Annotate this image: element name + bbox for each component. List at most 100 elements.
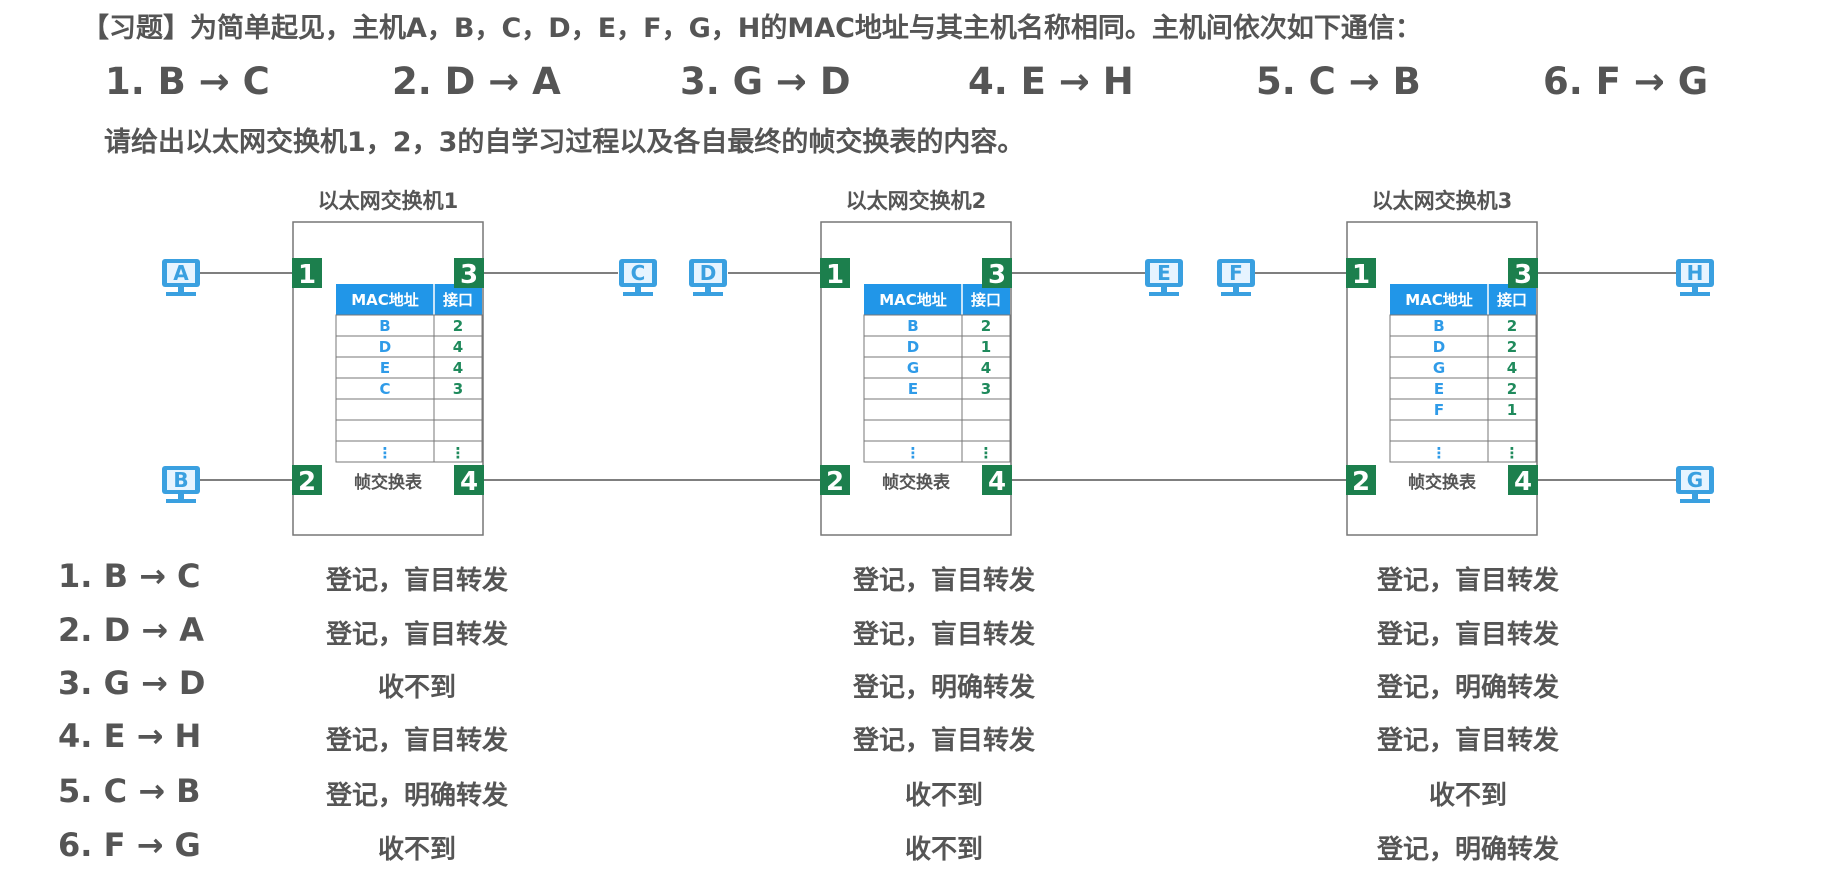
port-badge [292,258,322,288]
pc-screen-inner [1681,263,1709,283]
pc-screen-inner [1681,470,1709,490]
table-header-mac: MAC地址 [879,291,947,309]
port-number: 2 [298,467,316,497]
result-cell-sw2: 登记，明确转发 [852,673,1036,703]
result-cell-sw3: 登记，盲目转发 [1376,566,1560,596]
port-badge [1346,258,1376,288]
port-number: 3 [460,260,478,290]
sequence-item: 5. C → B [1256,60,1421,103]
sequence-item: 2. D → A [392,60,561,103]
port-badge [820,465,850,495]
table-cell-mac: E [380,359,390,377]
pc-base [166,292,196,296]
table-cell-mac: E [908,380,918,398]
table-cell-port: 1 [1507,401,1517,419]
result-row-label: 2. D → A [58,611,204,649]
port-number: 1 [1352,260,1370,290]
table-cell-port: 2 [453,317,463,335]
pc-stand [178,494,184,500]
table-cell-mac: D [907,338,919,356]
table-cell-port: 2 [1507,338,1517,356]
sequence-item: 4. E → H [968,60,1134,103]
result-cell-sw3: 登记，盲目转发 [1376,620,1560,650]
result-row-label: 6. F → G [58,826,201,864]
pc-host-label: H [1687,261,1704,285]
table-cell-mac: B [379,317,390,335]
sequence-item: 3. G → D [680,60,851,103]
pc-base [623,292,653,296]
table-cell-mac: D [379,338,391,356]
result-row-label: 5. C → B [58,772,201,810]
result-cell-sw3: 登记，明确转发 [1376,673,1560,703]
table-header-port: 接口 [1497,291,1527,309]
communication-sequence: 1. B → C 2. D → A 3. G → D 4. E → H 5. C… [0,60,1822,106]
table-cell-mac: G [907,359,919,377]
table-cell-port: 4 [981,359,991,377]
switch-title: 以太网交换机2 [846,189,987,213]
result-cell-sw1: 登记，明确转发 [325,781,509,811]
port-badge [820,258,850,288]
table-ellipsis: ⋮ [451,444,466,462]
table-header-bg [336,284,482,315]
table-cell-port: 4 [1507,359,1517,377]
pc-screen-inner [694,263,722,283]
pc-base [1149,292,1179,296]
table-cell-mac: B [1433,317,1444,335]
table-body [1389,314,1537,463]
result-cell-sw3: 收不到 [1428,781,1508,811]
port-badge [982,465,1012,495]
table-header-mac: MAC地址 [1405,291,1473,309]
table-header-bg [864,284,1010,315]
pc-screen-inner [167,263,195,283]
table-cell-port: 2 [981,317,991,335]
table-caption: 帧交换表 [354,472,423,493]
sequence-item: 1. B → C [105,60,270,103]
result-row-label: 4. E → H [58,717,202,755]
result-cell-sw2: 登记，盲目转发 [852,566,1036,596]
port-number: 3 [1514,260,1532,290]
result-cell-sw1: 登记，盲目转发 [325,726,509,756]
table-ellipsis: ⋮ [1505,444,1520,462]
exercise-heading: 【习题】为简单起见，主机A，B，C，D，E，F，G，H的MAC地址与其主机名称相… [82,13,1422,44]
table-cell-mac: F [1434,401,1444,419]
pc-host-label: B [173,468,188,492]
table-cell-port: 4 [453,359,463,377]
result-cell-sw1: 收不到 [377,673,457,703]
table-ellipsis: ⋮ [1432,444,1447,462]
result-cell-sw1: 收不到 [377,835,457,865]
result-cell-sw3: 登记，盲目转发 [1376,726,1560,756]
table-cell-port: 3 [981,380,991,398]
pc-base [1221,292,1251,296]
pc-stand [705,287,711,293]
switch-title: 以太网交换机1 [318,189,459,213]
port-number: 4 [460,467,478,497]
table-body [863,314,1011,463]
pc-host-label: D [700,261,717,285]
pc-base [1680,499,1710,503]
table-caption: 帧交换表 [1408,472,1477,493]
port-badge [292,465,322,495]
pc-stand [1692,494,1698,500]
table-cell-port: 1 [981,338,991,356]
port-badge [1346,465,1376,495]
pc-stand [1233,287,1239,293]
port-badge [1508,465,1538,495]
pc-stand [1692,287,1698,293]
table-ellipsis: ⋮ [906,444,921,462]
port-number: 2 [1352,467,1370,497]
table-header-mac: MAC地址 [351,291,419,309]
port-number: 1 [826,260,844,290]
table-header-port: 接口 [443,291,473,309]
result-cell-sw1: 登记，盲目转发 [325,566,509,596]
result-cell-sw3: 登记，明确转发 [1376,835,1560,865]
port-badge [982,258,1012,288]
pc-stand [1161,287,1167,293]
pc-base [166,499,196,503]
pc-screen-inner [1150,263,1178,283]
pc-stand [635,287,641,293]
pc-screen-inner [167,470,195,490]
port-badge [454,258,484,288]
result-row-label: 3. G → D [58,664,206,702]
port-number: 1 [298,260,316,290]
